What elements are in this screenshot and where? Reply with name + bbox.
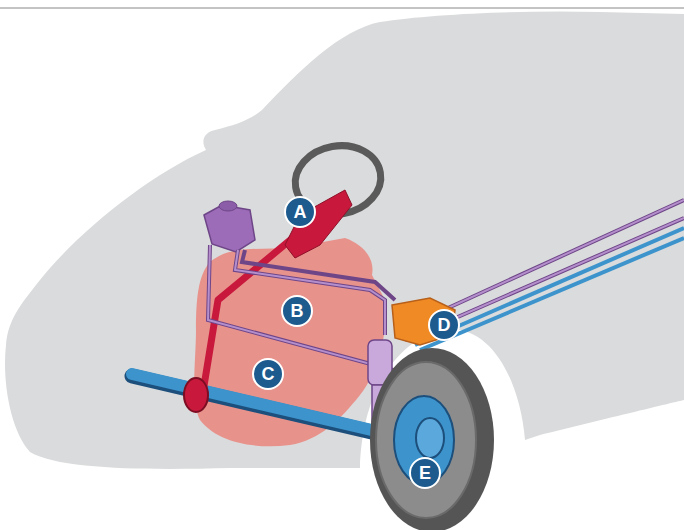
wheel-hub (416, 418, 444, 458)
callout-badge: E (409, 457, 441, 489)
callout-badge: A (284, 196, 316, 228)
brake-disc (394, 396, 454, 484)
tyre (370, 348, 494, 530)
callout-letter: D (438, 316, 451, 334)
blue-lines (415, 228, 684, 350)
callout-letter: B (291, 302, 304, 320)
callout-badge: D (428, 309, 460, 341)
steering-gear-ring (184, 378, 208, 412)
callout-letter: C (262, 365, 275, 383)
car-silhouette (5, 11, 684, 468)
reservoir-cap (219, 201, 237, 211)
fluid-reservoir (204, 205, 255, 252)
wheel-rim (376, 362, 476, 518)
steering-column-housing (285, 190, 352, 258)
callout-badge: B (281, 295, 313, 327)
callout-badge: C (252, 358, 284, 390)
top-rule (0, 8, 684, 9)
callout-letter: A (294, 203, 307, 221)
callout-letter: E (419, 464, 431, 482)
